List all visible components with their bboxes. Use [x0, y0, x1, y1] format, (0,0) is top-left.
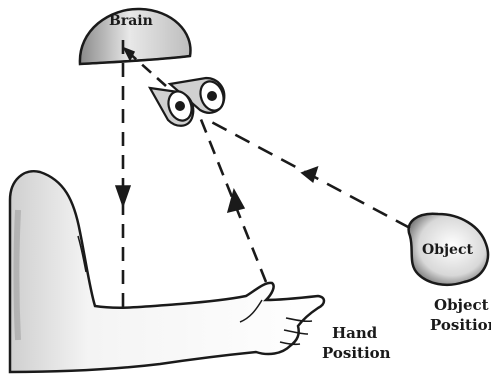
hand-position-label-line2: Position — [322, 344, 391, 362]
object-position-label-line1: Object — [434, 296, 489, 314]
arrowhead-left — [301, 167, 318, 183]
brain-label: Brain — [109, 13, 153, 29]
arrow-object-to-eyes — [204, 118, 410, 228]
arrowhead-down — [116, 186, 130, 206]
object-position-label-line2: Position — [430, 316, 491, 334]
arrow-hand-to-eyes — [198, 112, 266, 282]
arm-and-hand — [10, 171, 324, 372]
arrow-brain-to-hand — [116, 40, 130, 310]
eyes — [150, 78, 227, 126]
object-label: Object — [422, 242, 473, 258]
hand-position-label-line1: Hand — [332, 324, 377, 342]
